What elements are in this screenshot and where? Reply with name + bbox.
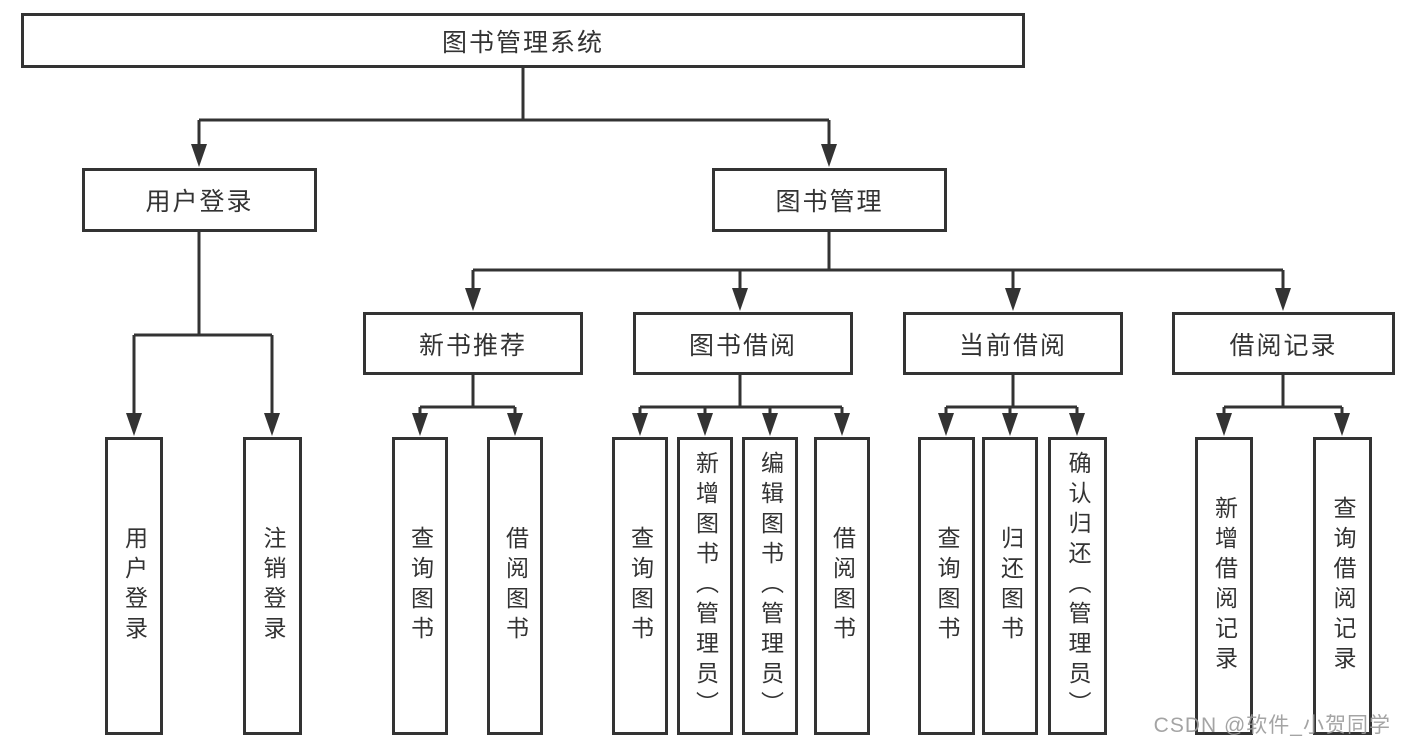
node-current-borrowing: 当前借阅 [903, 312, 1123, 375]
leaf-borrowing-borrow-book: 借阅图书 [814, 437, 870, 735]
leaf-current-confirm-return-admin: 确认归还（管理员） [1048, 437, 1107, 735]
leaf-label: 注销登录 [260, 526, 286, 646]
leaf-label: 用户登录 [121, 526, 148, 646]
leaf-label: 新增图书（管理员） [692, 451, 719, 721]
leaf-records-add-borrow-record: 新增借阅记录 [1195, 437, 1253, 735]
leaf-recommend-query-book: 查询图书 [392, 437, 448, 735]
leaf-label: 确认归还（管理员） [1065, 451, 1091, 721]
leaf-label: 新增借阅记录 [1211, 496, 1238, 676]
leaf-label: 查询图书 [934, 526, 960, 646]
leaf-records-query-borrow-record: 查询借阅记录 [1313, 437, 1372, 735]
edge-root-to-level2 [197, 68, 831, 152]
leaf-label: 查询图书 [407, 526, 434, 646]
leaf-logout: 注销登录 [243, 437, 302, 735]
edge-borrowrec-to-leaves [1222, 375, 1344, 421]
node-book-management: 图书管理 [712, 168, 947, 232]
node-root-system: 图书管理系统 [21, 13, 1025, 68]
leaf-borrowing-query-book: 查询图书 [612, 437, 668, 735]
edge-bookmgmt-to-level3 [471, 232, 1285, 296]
node-user-login: 用户登录 [82, 168, 317, 232]
leaf-label: 查询图书 [627, 526, 654, 646]
leaf-borrowing-edit-book-admin: 编辑图书（管理员） [742, 437, 798, 735]
arrowheads [126, 144, 1350, 436]
leaf-borrowing-add-book-admin: 新增图书（管理员） [677, 437, 733, 735]
edge-newbook-to-leaves [418, 375, 517, 421]
leaf-label: 借阅图书 [502, 526, 529, 646]
node-new-book-recommend: 新书推荐 [363, 312, 583, 375]
edge-userlogin-to-leaves [132, 232, 274, 421]
leaf-label: 查询借阅记录 [1330, 496, 1356, 676]
leaf-current-query-book: 查询图书 [918, 437, 975, 735]
leaf-user-login: 用户登录 [105, 437, 163, 735]
node-book-borrowing: 图书借阅 [633, 312, 853, 375]
leaf-label: 归还图书 [997, 526, 1024, 646]
leaf-label: 编辑图书（管理员） [757, 451, 784, 721]
leaf-label: 借阅图书 [829, 526, 856, 646]
leaf-current-return-book: 归还图书 [982, 437, 1038, 735]
csdn-watermark: CSDN @软件_小贺同学 [1153, 714, 1391, 737]
leaf-recommend-borrow-book: 借阅图书 [487, 437, 543, 735]
node-borrow-records: 借阅记录 [1172, 312, 1395, 375]
edge-bookborrow-to-leaves [638, 375, 844, 421]
